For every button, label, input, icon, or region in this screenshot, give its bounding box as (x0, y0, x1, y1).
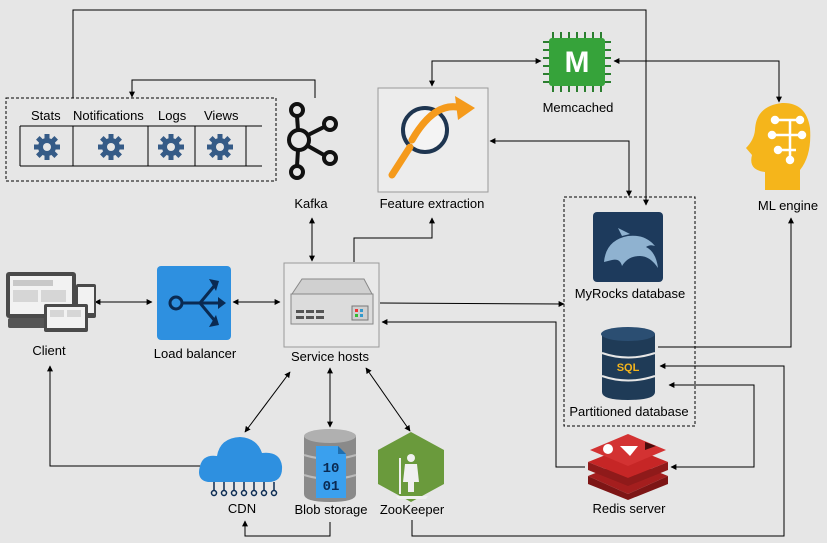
partitioned-db-label: Partitioned database (569, 404, 689, 419)
chip-icon: M (543, 32, 611, 92)
redis-label: Redis server (592, 501, 666, 516)
cdn-label: CDN (227, 501, 257, 516)
edge-feature-db (489, 138, 632, 197)
gear-icon (34, 134, 60, 160)
devices-icon (6, 272, 96, 332)
edge-service-cdn (244, 371, 291, 433)
service-label-logs: Logs (158, 108, 187, 123)
edge-cdn-client (47, 365, 205, 467)
edge-db-redis (668, 382, 755, 470)
service-hosts-label: Service hosts (290, 349, 370, 364)
edge-db-ml (658, 217, 794, 348)
memcached-glyph: M (565, 46, 590, 79)
edge-service-feature (353, 217, 435, 262)
edge-redis-service (381, 319, 585, 468)
edge-kafka-services (129, 79, 316, 98)
zookeeper-icon (378, 432, 444, 502)
connectors (47, 9, 794, 537)
cloud-icon (199, 437, 283, 497)
redis-icon (588, 434, 668, 500)
gear-icon (98, 134, 124, 160)
gear-icon (158, 134, 184, 160)
edge-service-zookeeper (365, 367, 411, 432)
zookeeper-label: ZooKeeper (379, 502, 445, 517)
gear-icon (207, 134, 233, 160)
load-balancer-label: Load balancer (153, 346, 237, 361)
services-group (5, 97, 277, 182)
server-icon (283, 262, 380, 348)
kafka-label: Kafka (294, 196, 328, 211)
memcached-label: Memcached (542, 100, 614, 115)
service-label-notifications: Notifications (73, 108, 144, 123)
dolphin-icon (593, 212, 663, 282)
ml-engine-label: ML engine (757, 198, 819, 213)
myrocks-label: MyRocks database (574, 286, 686, 301)
sql-database-icon: SQL (601, 327, 656, 400)
edge-feature-memcached (429, 58, 542, 87)
edge-blob-cdn (242, 520, 331, 537)
services-dashed-border (5, 97, 277, 182)
edge-memcached-ml (613, 58, 782, 103)
feature-extraction-label: Feature extraction (379, 196, 485, 211)
service-label-stats: Stats (31, 108, 61, 123)
magnifier-arrow-icon (377, 87, 489, 193)
edge-services-myrocks (72, 9, 649, 206)
sql-glyph: SQL (617, 362, 640, 374)
client-label: Client (32, 343, 66, 358)
blob-glyph-2: 01 (323, 479, 340, 495)
ai-head-icon (746, 102, 811, 190)
load-balancer-icon (157, 266, 231, 340)
edge-zookeeper-db (411, 363, 785, 537)
kafka-icon (287, 102, 338, 180)
blob-storage-label: Blob storage (294, 502, 368, 517)
blob-storage-icon: 10 01 (303, 429, 357, 502)
service-label-views: Views (204, 108, 239, 123)
database-group-border (563, 196, 696, 427)
blob-glyph-1: 10 (323, 461, 340, 477)
edge-service-myrocks (379, 300, 565, 307)
